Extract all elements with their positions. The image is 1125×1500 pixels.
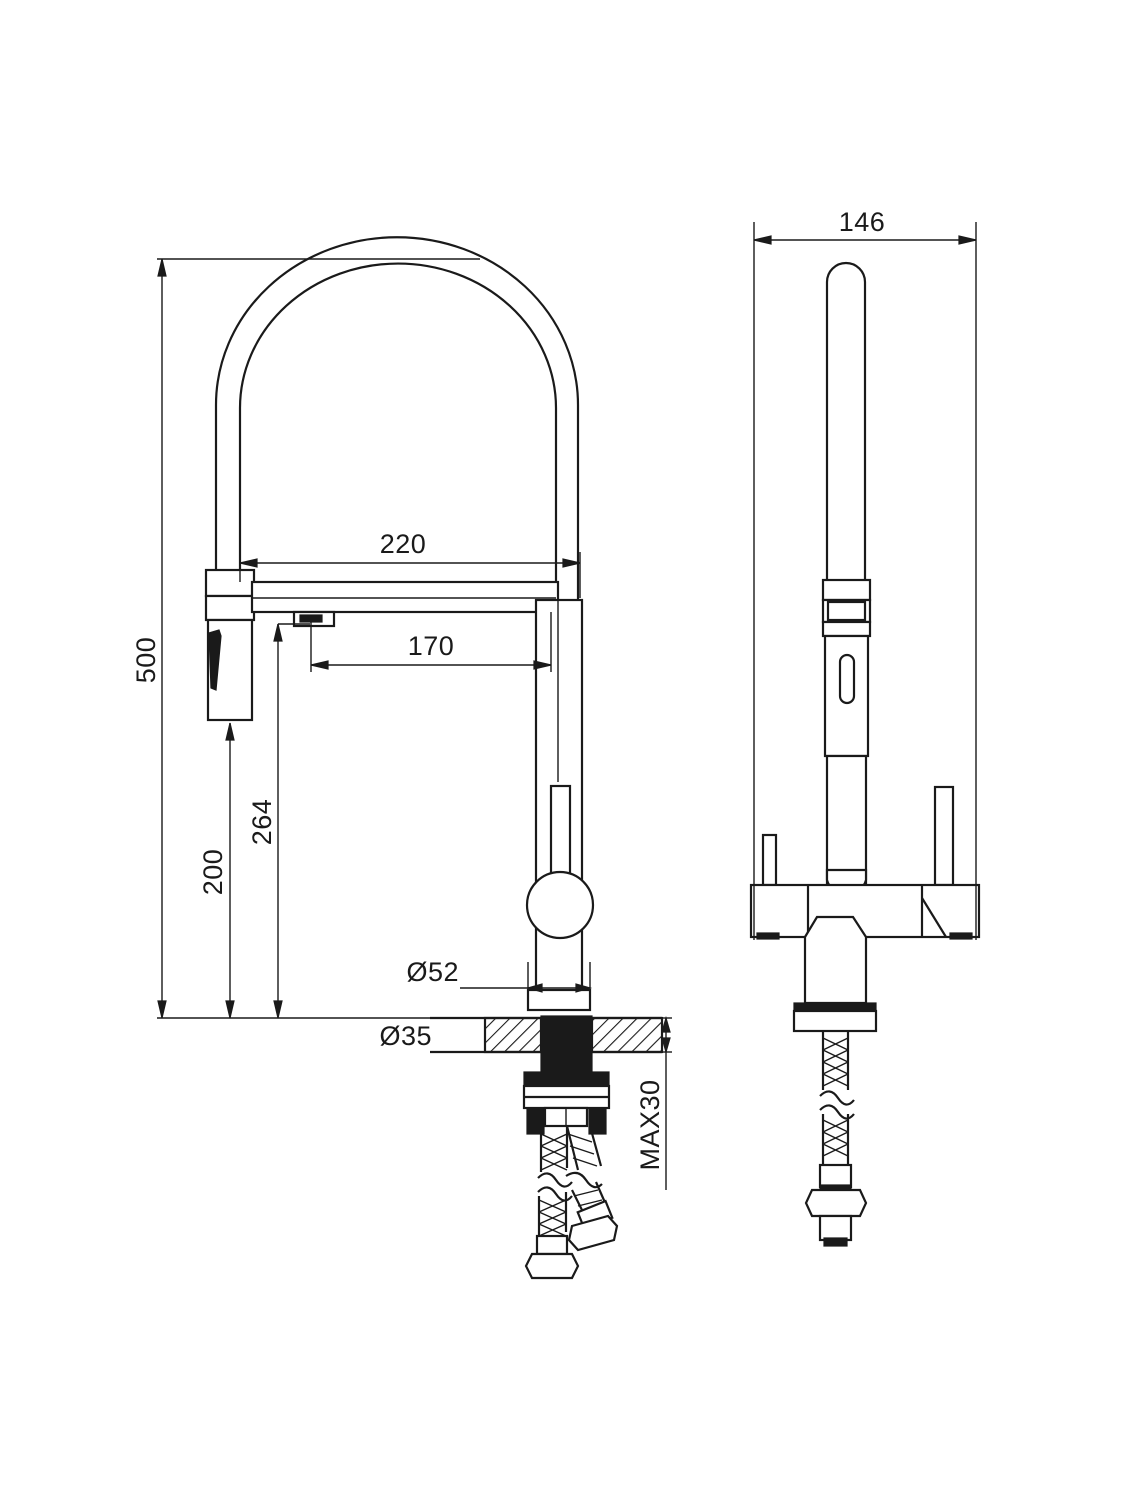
- dim-d52-arrow-left: [525, 983, 543, 993]
- supply-hose-left: [524, 1126, 580, 1280]
- dim-200-arrow-bottom: [225, 1000, 235, 1019]
- side-view-dimension-set: 146: [753, 207, 977, 940]
- mounting-bolt-right: [588, 1107, 607, 1135]
- side-elevation-view: [749, 261, 981, 1247]
- dim-500-arrow-bottom: [157, 1000, 167, 1019]
- countertop-deck-right: [590, 1016, 664, 1054]
- dim-170-arrow-left: [310, 660, 329, 670]
- supply-hose-right: [565, 1125, 619, 1252]
- dim-500-label: 500: [131, 637, 161, 684]
- dim-220-label: 220: [380, 529, 427, 559]
- dim-264-arrow-bottom: [273, 1000, 283, 1019]
- side-collar-lower: [821, 620, 872, 638]
- side-handle-right: [933, 785, 955, 887]
- dim-264-arrow-top: [273, 623, 283, 642]
- hose-left-hex-nut: [524, 1252, 580, 1280]
- threaded-shank: [540, 1015, 593, 1077]
- side-collar-upper: [821, 578, 872, 602]
- dim-220-arrow-left: [239, 558, 258, 568]
- dim-d52-label: Ø52: [406, 957, 459, 987]
- side-hose-end-cap: [823, 1237, 848, 1247]
- spout-arm: [250, 580, 560, 614]
- dim-170-label: 170: [408, 631, 455, 661]
- spray-head-trigger-icon: [208, 629, 222, 691]
- dim-d35-label: Ø35: [379, 1021, 432, 1051]
- side-base-foot-left: [756, 932, 780, 940]
- side-shank-washer: [792, 1009, 878, 1033]
- dim-max30-label: MAX30: [635, 1079, 665, 1170]
- side-body-lower: [825, 754, 868, 888]
- side-base-foot-right: [949, 932, 973, 940]
- dim-146-arrow-left: [753, 235, 772, 245]
- side-base-plate-taper: [921, 897, 947, 938]
- spout-hose-outer-wall: [214, 236, 580, 600]
- spray-head-collar-bottom: [204, 594, 256, 622]
- dim-500-arrow-top: [157, 258, 167, 277]
- side-spout-profile: [825, 261, 867, 580]
- side-collar-inset: [826, 600, 867, 622]
- dim-146-label: 146: [839, 207, 886, 237]
- dim-264-label: 264: [247, 799, 277, 846]
- faucet-base-escutcheon: [526, 988, 592, 1012]
- magnetic-dock-pad: [299, 614, 323, 623]
- side-tapered-shank: [803, 915, 868, 1005]
- side-hose-hex-nut: [804, 1188, 868, 1218]
- dim-170-arrow-right: [533, 660, 552, 670]
- mounting-plate: [523, 1071, 610, 1087]
- side-supply-hose: [804, 1031, 868, 1247]
- dim-max30-arrow-bottom: [661, 1037, 671, 1055]
- side-base-plate: [749, 883, 981, 939]
- hose-right-hex-nut: [567, 1214, 619, 1252]
- spout-hose-inner-wall: [238, 262, 558, 600]
- dim-200-arrow-top: [225, 722, 235, 741]
- dim-146-arrow-right: [958, 235, 977, 245]
- front-view-dimension-set: 500 200 264 220 170: [131, 258, 672, 1190]
- side-shank-flange: [793, 1002, 877, 1012]
- countertop-deck-left: [483, 1016, 543, 1054]
- dim-d52-arrow-right: [575, 983, 593, 993]
- dim-max30-arrow-top: [661, 1015, 671, 1033]
- side-body-slot: [838, 653, 856, 705]
- dim-220-arrow-right: [562, 558, 581, 568]
- side-hose-end-fitting: [818, 1214, 853, 1242]
- dim-200-label: 200: [198, 849, 228, 896]
- hose-left-ferrule: [535, 1234, 569, 1256]
- side-hose-ferrule: [818, 1163, 853, 1189]
- side-handle-left: [761, 833, 778, 887]
- spray-head-collar-top: [204, 568, 256, 598]
- front-elevation-view: [204, 236, 664, 1280]
- lever-handle-pivot: [525, 870, 595, 940]
